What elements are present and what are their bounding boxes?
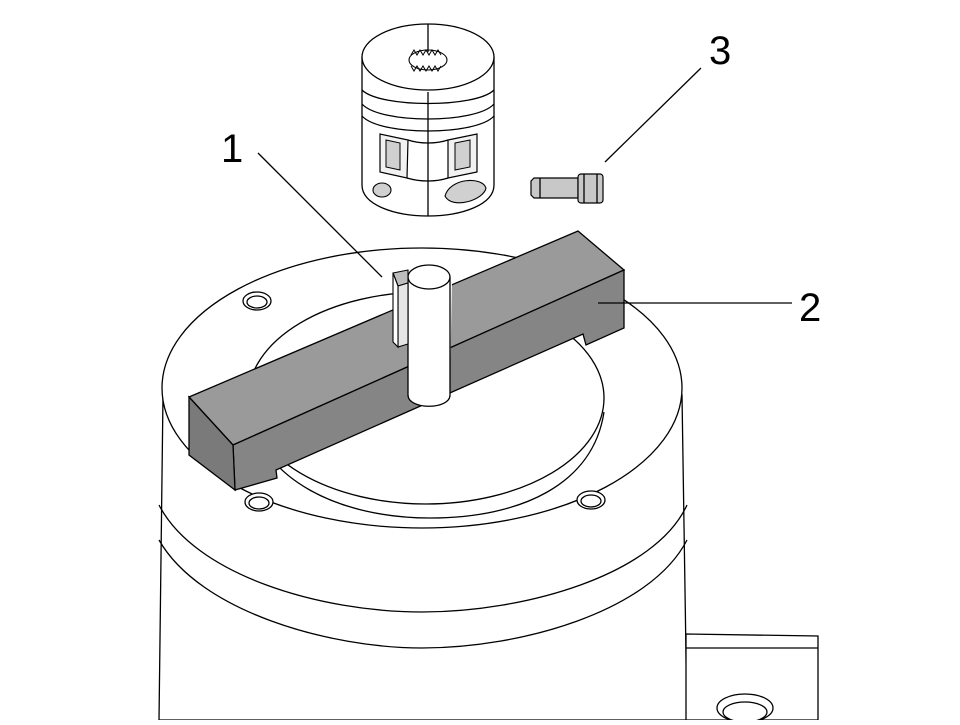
callout-1: 1: [221, 127, 244, 171]
leader-line-1: [257, 152, 383, 278]
mount-hole: [242, 291, 272, 311]
leader-line-3: [604, 67, 702, 163]
mount-hole: [244, 492, 274, 512]
callout-2: 2: [799, 286, 822, 330]
motor-shaft: [392, 264, 451, 407]
callout-3: 3: [709, 29, 732, 73]
mount-hole: [576, 490, 606, 510]
shaft-coupling: [361, 23, 495, 217]
mounting-foot: [685, 633, 819, 723]
cap-screw: [530, 173, 604, 204]
leader-lines: [257, 67, 792, 304]
